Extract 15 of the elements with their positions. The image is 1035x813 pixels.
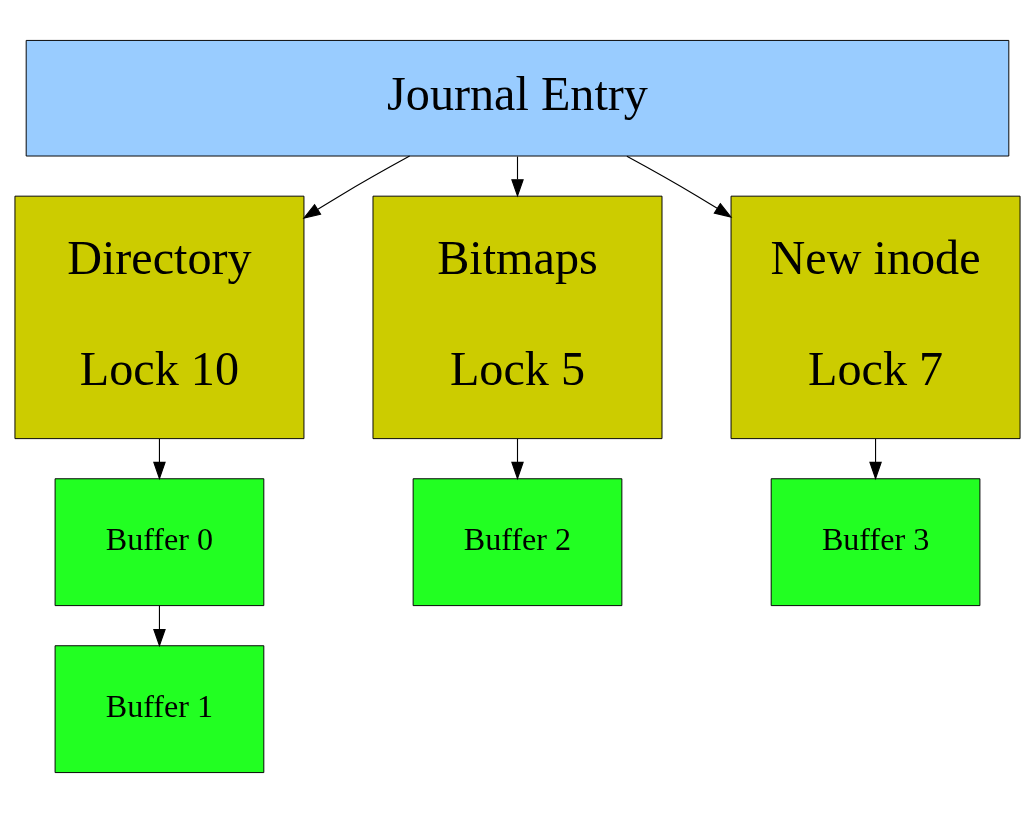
arrow [153,605,166,648]
arrow [511,156,524,198]
arrow [626,155,733,218]
arrow [153,438,166,481]
arrow [302,155,411,219]
node-box: Bitmaps Lock 5 [372,195,663,440]
node-box: Buffer 0 [54,478,265,607]
arrow [511,438,524,481]
node-box: Buffer 3 [770,478,981,607]
node-box: Buffer 2 [412,478,623,607]
node-box: Buffer 1 [54,645,265,774]
node-box: Journal Entry [25,39,1010,157]
arrow [869,438,882,481]
node-box: Directory Lock 10 [14,195,305,440]
node-box: New inode Lock 7 [730,195,1021,440]
